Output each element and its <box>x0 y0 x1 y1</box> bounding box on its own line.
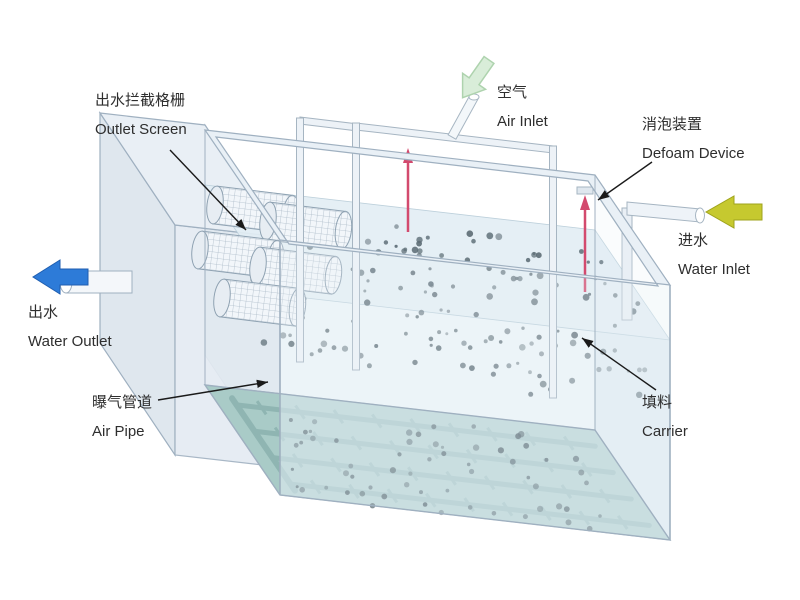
label-defoam-device-en: Defoam Device <box>642 145 745 162</box>
frame-post <box>296 117 304 363</box>
water-inlet-assembly <box>626 195 763 229</box>
label-water-outlet: 出水 Water Outlet <box>28 298 112 356</box>
frame-post <box>352 122 360 371</box>
water-outlet-assembly <box>32 259 133 295</box>
leader-air-pipe <box>157 379 269 401</box>
label-air-pipe-zh: 曝气管道 <box>92 394 153 411</box>
inlet-pipe <box>626 201 701 223</box>
defoam-device-nozzle <box>576 186 594 195</box>
label-carrier-en: Carrier <box>642 423 688 440</box>
leader-lines <box>157 149 657 401</box>
label-water-inlet: 进水 Water Inlet <box>678 226 750 284</box>
screen-cylinder <box>249 246 343 295</box>
label-carrier: 填料 Carrier <box>642 388 688 446</box>
water-front-face <box>280 295 670 540</box>
leader-outlet-screen <box>169 149 247 231</box>
label-water-inlet-zh: 进水 <box>678 232 709 249</box>
label-air-inlet-en: Air Inlet <box>497 113 548 130</box>
label-outlet-screen-zh: 出水拦截格栅 <box>95 92 186 109</box>
leader-defoam-device <box>597 161 653 201</box>
label-air-inlet-zh: 空气 <box>497 84 528 101</box>
small-frame-beam <box>299 116 359 132</box>
label-water-inlet-en: Water Inlet <box>678 261 750 278</box>
defoam-arrow-head <box>580 195 590 210</box>
label-defoam-device: 消泡装置 Defoam Device <box>642 110 745 168</box>
air-inlet-pipe <box>447 93 480 140</box>
inlet-pipe-cap <box>695 207 705 224</box>
water-inlet-arrow <box>704 195 763 229</box>
label-outlet-screen: 出水拦截格栅 Outlet Screen <box>95 86 187 144</box>
water-outlet-arrow <box>32 259 89 295</box>
label-outlet-screen-en: Outlet Screen <box>95 121 187 138</box>
glass-front-wall <box>280 240 670 540</box>
label-air-pipe-en: Air Pipe <box>92 423 145 440</box>
tank-edges <box>203 129 672 541</box>
leader-carrier <box>581 337 657 391</box>
label-air-pipe: 曝气管道 Air Pipe <box>92 388 152 446</box>
label-defoam-device-zh: 消泡装置 <box>642 116 703 133</box>
label-carrier-zh: 填料 <box>642 394 673 411</box>
outlet-screen-cylinders <box>191 185 353 327</box>
air-inlet-arrow <box>461 55 495 99</box>
label-water-outlet-zh: 出水 <box>28 304 59 321</box>
label-air-inlet: 空气 Air Inlet <box>497 78 548 136</box>
label-water-outlet-en: Water Outlet <box>28 333 112 350</box>
